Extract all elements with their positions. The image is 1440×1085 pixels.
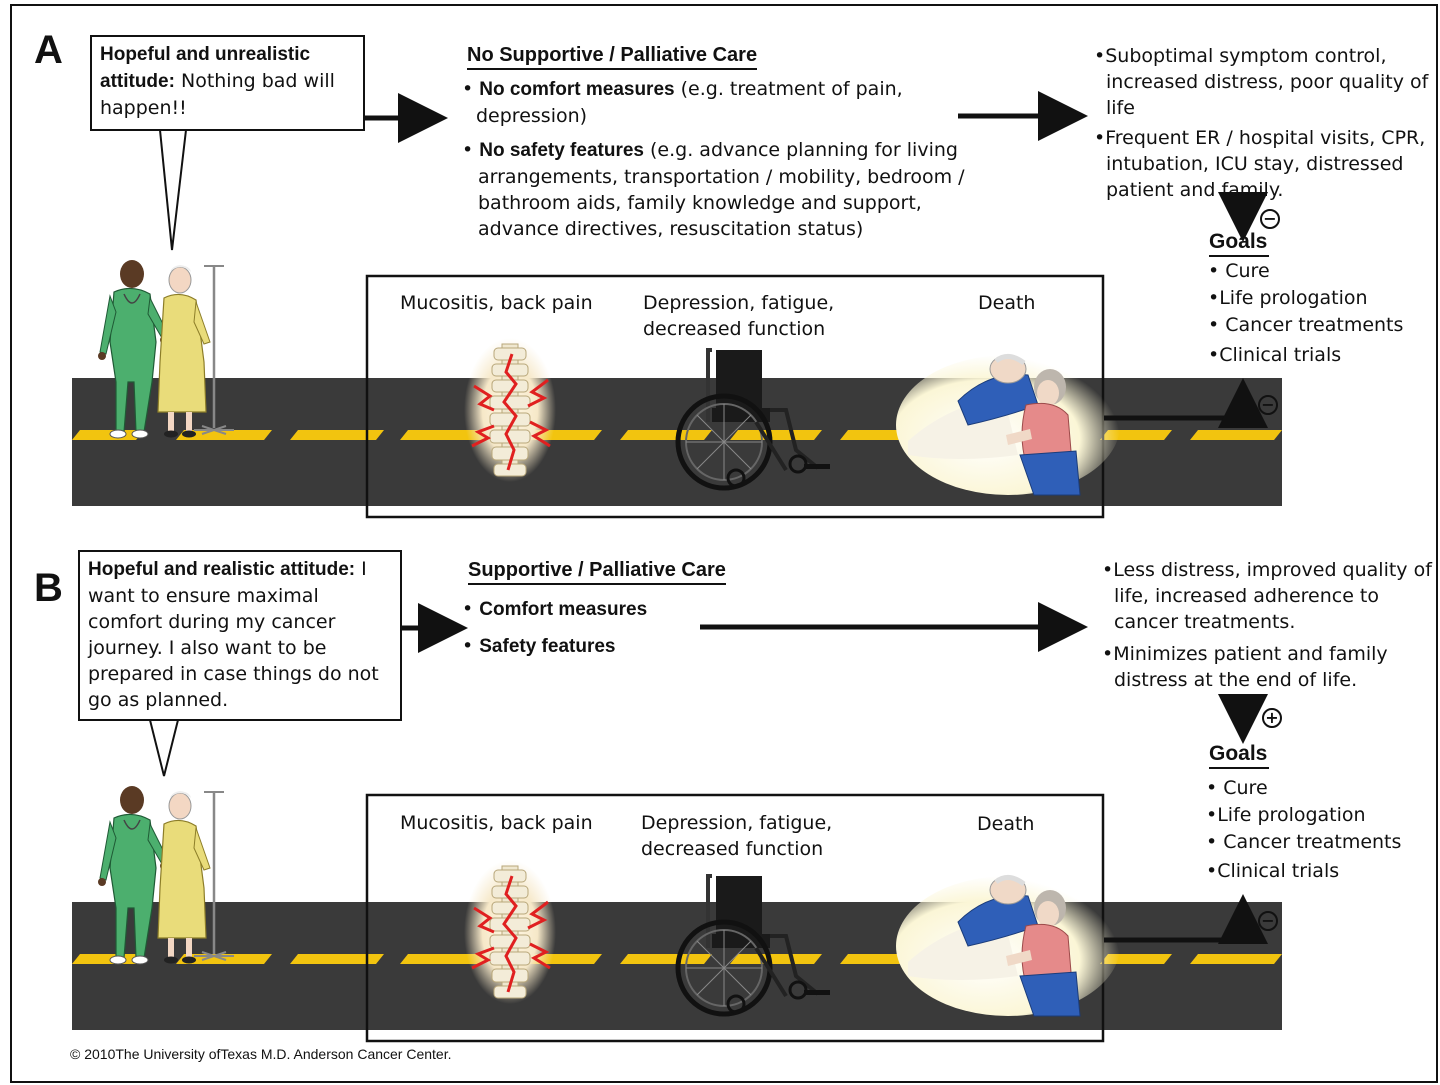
outcomes-b: •Less distress, improved quality of life…	[1102, 557, 1436, 693]
deathbed-illustration	[896, 355, 1120, 495]
attitude-bubble-a: Hopeful and unrealistic attitude: Nothin…	[90, 35, 365, 131]
road-label-depression-b: Depression, fatigue, decreased function	[641, 812, 833, 860]
care-title-a: No Supportive / Palliative Care	[467, 44, 758, 70]
arrow-up-goals-b	[1104, 894, 1268, 944]
panel-a-letter: A	[34, 28, 63, 72]
arrow-up-goals-a	[1104, 378, 1268, 428]
spine-pain-illustration-b	[462, 858, 558, 1006]
goals-title-a: Goals	[1209, 230, 1270, 257]
copyright-notice: © 2010The University ofTexas M.D. Anders…	[70, 1046, 452, 1062]
care-item-safety-b: • Safety features	[462, 635, 616, 657]
outcome-item-b-2: •Minimizes patient and family distress a…	[1102, 643, 1388, 691]
road-label-death-b: Death	[977, 813, 1035, 835]
outcomes-a: •Suboptimal symptom control, increased d…	[1094, 43, 1434, 203]
bubble-heading-a: Hopeful and unrealistic attitude:	[100, 44, 311, 92]
negative-sign-icon-b-end: −	[1258, 911, 1278, 931]
negative-sign-icon-a: −	[1260, 209, 1280, 229]
bubble-text-b: I want to ensure maximal comfort during …	[88, 558, 379, 711]
goals-list-a: • Cure •Life prologation • Cancer treatm…	[1208, 258, 1403, 369]
road-label-mucositis-b: Mucositis, back pain	[400, 812, 593, 834]
negative-sign-icon-a-end: −	[1258, 395, 1278, 415]
outcome-item-b-1: •Less distress, improved quality of life…	[1102, 559, 1432, 633]
nurse-and-patient-illustration-b	[96, 784, 236, 966]
road-label-death-a: Death	[978, 292, 1036, 314]
goal-item: • Cancer treatments	[1206, 831, 1402, 853]
goal-item: •Life prologation	[1206, 804, 1366, 826]
care-title-b: Supportive / Palliative Care	[468, 559, 726, 585]
goals-title-b: Goals	[1209, 742, 1270, 769]
figure-frame	[10, 4, 1438, 1083]
goal-item: • Cure	[1208, 260, 1270, 282]
goal-item: •Clinical trials	[1206, 860, 1340, 882]
care-list-a: • No comfort measures (e.g. treatment of…	[462, 76, 992, 242]
care-item-safety-a: • No safety features (e.g. advance plann…	[462, 139, 965, 240]
bubble-text-a: Nothing bad will happen!!	[100, 70, 335, 119]
road-label-mucositis-a: Mucositis, back pain	[400, 292, 593, 314]
goal-item: • Cancer treatments	[1208, 314, 1404, 336]
positive-sign-icon-b: +	[1262, 708, 1282, 728]
panel-b-letter: B	[34, 566, 63, 610]
care-list-b: • Comfort measures • Safety features	[462, 596, 692, 660]
speech-bubble-tail-a	[158, 129, 188, 251]
outcome-item-a-1: •Suboptimal symptom control, increased d…	[1094, 45, 1429, 119]
road-label-depression-a: Depression, fatigue, decreased function	[643, 292, 835, 340]
speech-bubble-tail-b	[148, 719, 180, 777]
goal-item: •Clinical trials	[1208, 344, 1342, 366]
bubble-heading-b: Hopeful and realistic attitude:	[88, 559, 356, 580]
outcome-item-a-2: •Frequent ER / hospital visits, CPR, int…	[1094, 127, 1426, 201]
goals-list-b: • Cure •Life prologation • Cancer treatm…	[1206, 775, 1401, 885]
goal-item: • Cure	[1206, 777, 1268, 799]
care-item-comfort-a: • No comfort measures (e.g. treatment of…	[462, 78, 903, 127]
nurse-and-patient-illustration	[96, 258, 236, 440]
attitude-bubble-b: Hopeful and realistic attitude: I want t…	[78, 550, 402, 721]
goal-item: •Life prologation	[1208, 287, 1368, 309]
deathbed-illustration-b	[896, 876, 1120, 1016]
spine-pain-illustration	[462, 336, 558, 484]
care-item-comfort-b: • Comfort measures	[462, 598, 648, 620]
